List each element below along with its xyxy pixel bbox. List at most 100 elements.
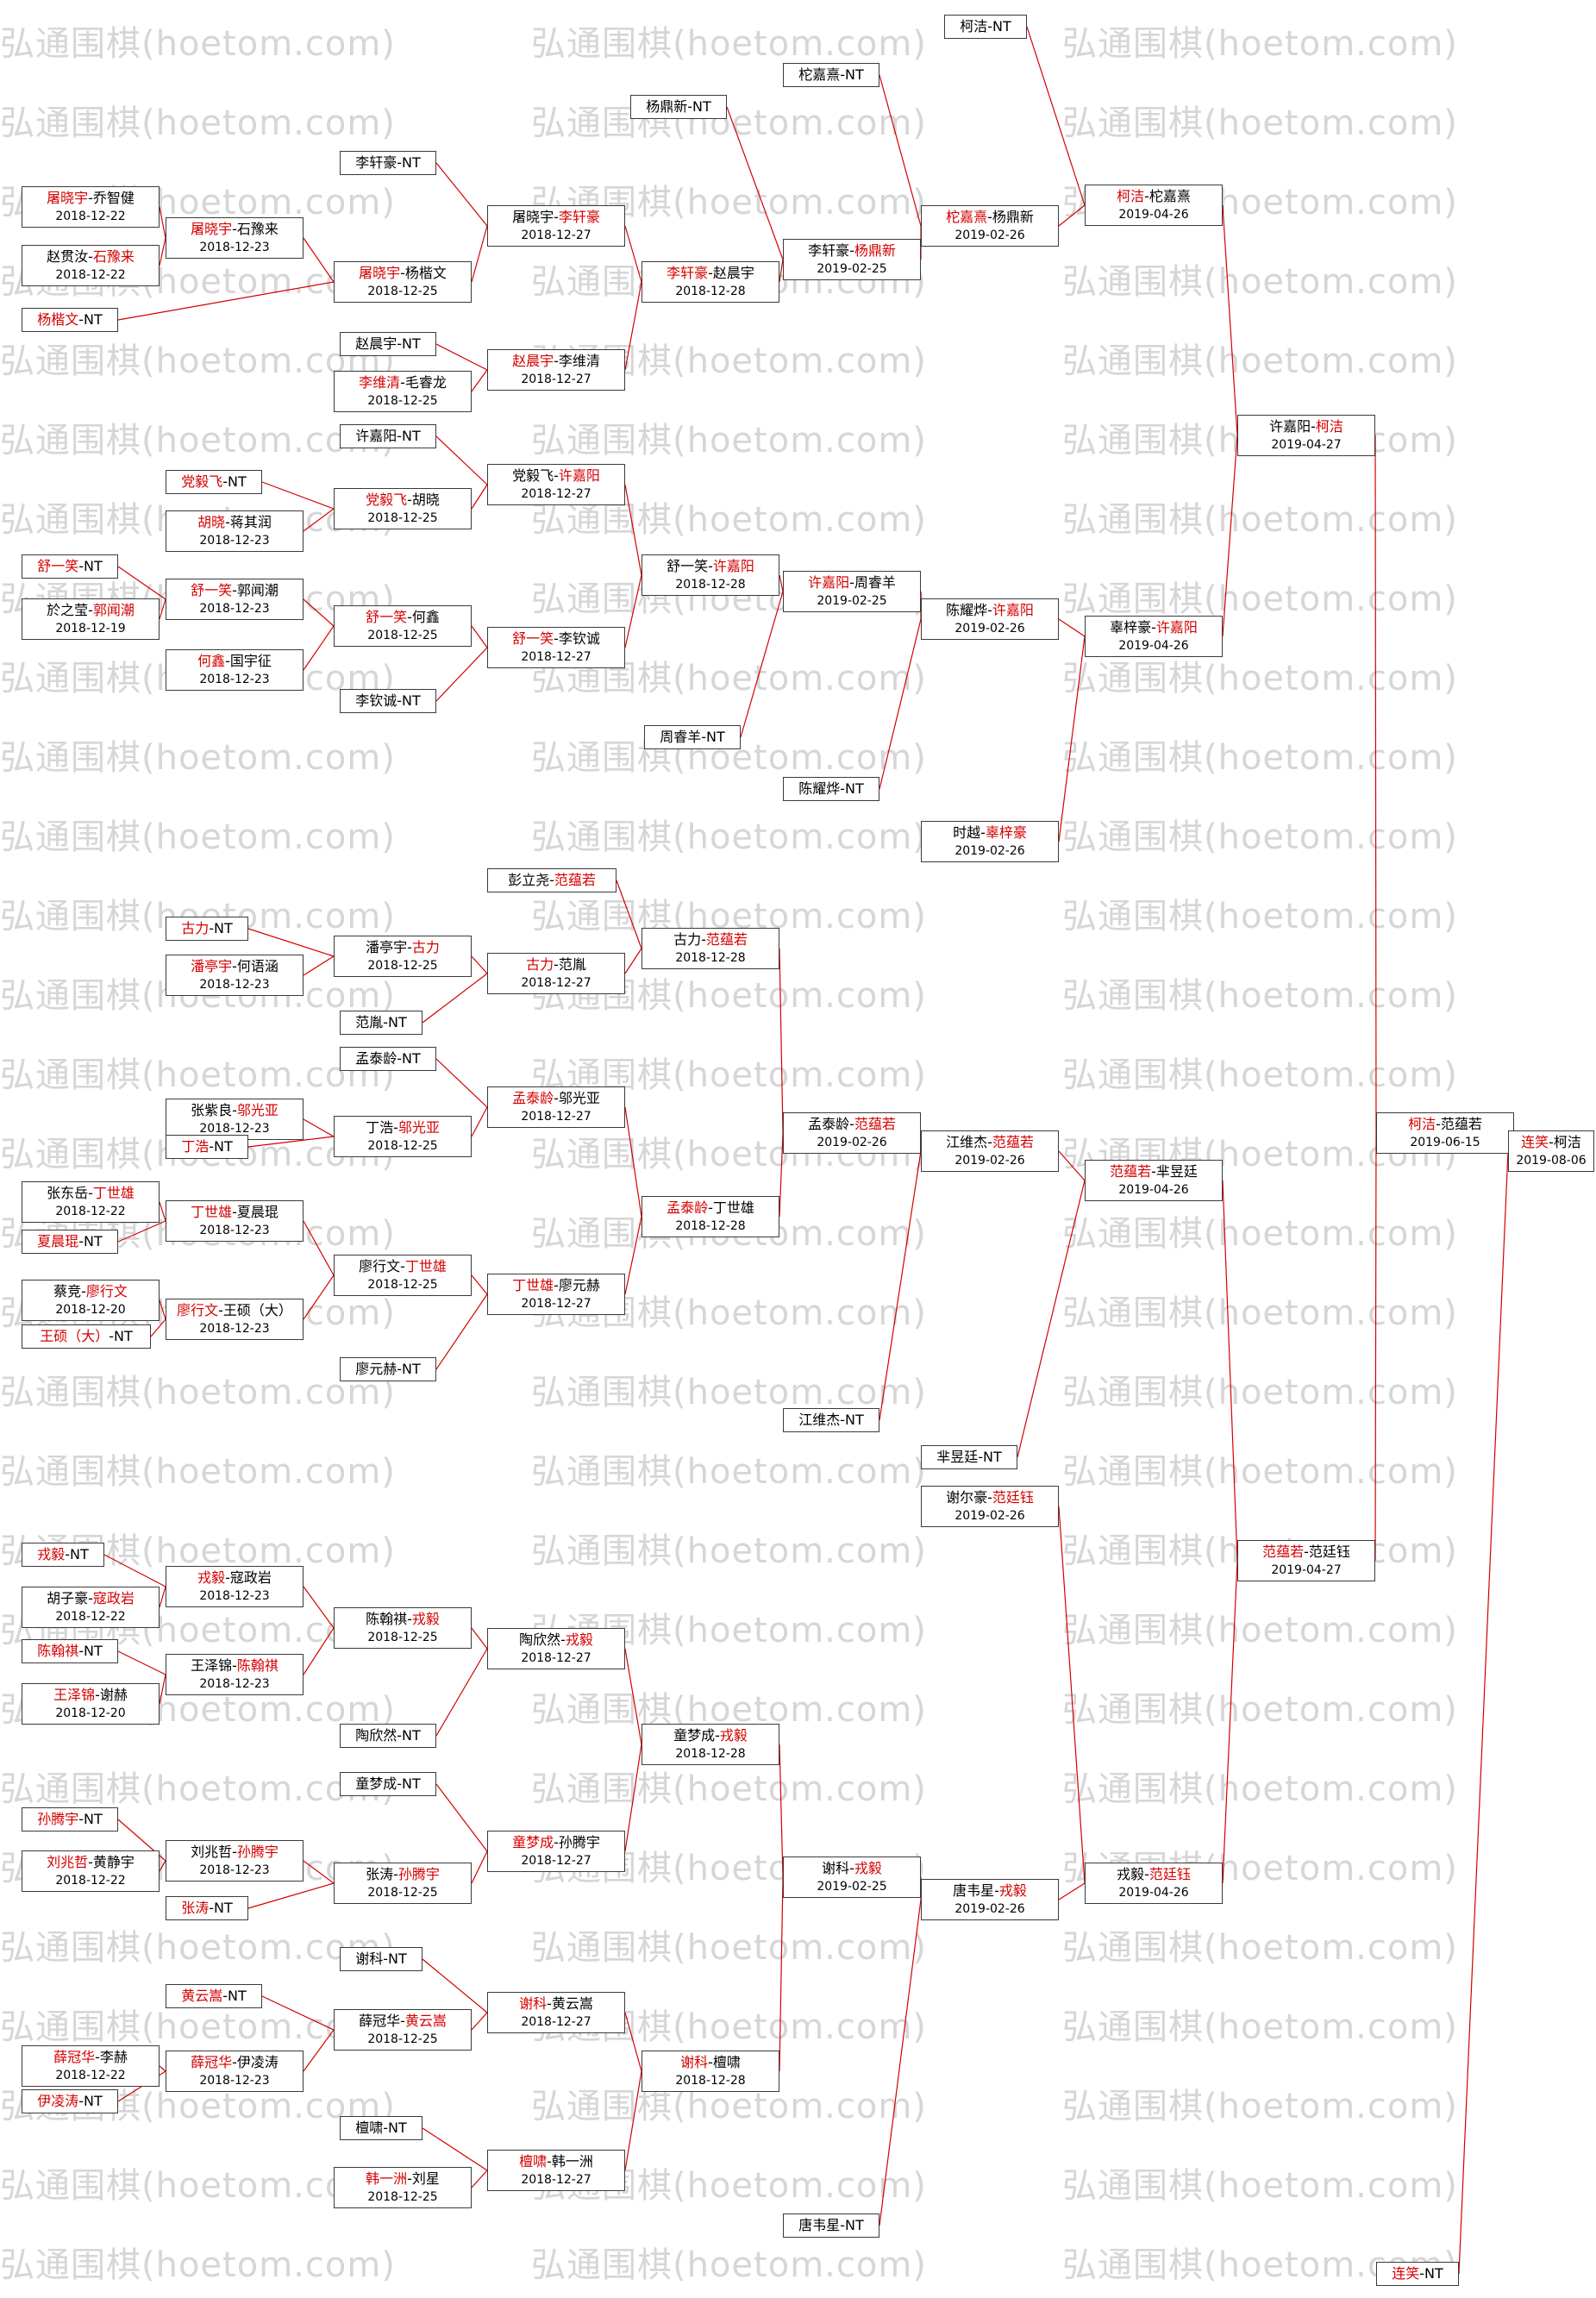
match-box[interactable]: 党毅飞-NT [166,470,262,494]
match-box[interactable]: 陈翰祺-NT [22,1639,118,1663]
match-box[interactable]: 李钦诚-NT [340,689,436,713]
match-box[interactable]: 陈耀烨-NT [783,777,879,801]
match-box[interactable]: 范胤-NT [340,1011,422,1035]
match-box[interactable]: 伊凌涛-NT [22,2089,118,2113]
match-box[interactable]: 孟泰龄-NT [340,1047,436,1071]
match-box[interactable]: 廖元赫-NT [340,1357,436,1381]
match-box[interactable]: 连笑-NT [1376,2262,1459,2286]
match-box[interactable]: 唐韦星-NT [783,2213,879,2238]
match-box[interactable]: 张涛-NT [166,1896,248,1920]
match-box[interactable]: 舒一笑-NT [22,554,118,579]
match-box[interactable]: 许嘉阳-NT [340,424,436,448]
match-box[interactable]: 孙腾宇-NT [22,1807,118,1832]
match-box[interactable]: 黄云嵩-NT [166,1984,262,2008]
match-box[interactable]: 彭立尧-范蕴若 [487,868,616,892]
match-box[interactable]: 赵晨宇-NT [340,332,436,356]
match-box[interactable]: 陶欣然-NT [340,1724,436,1748]
match-box[interactable]: 谢科-NT [340,1947,422,1971]
match-box[interactable]: 夏晨琨-NT [22,1230,118,1254]
match-box[interactable]: 丁浩-NT [166,1135,248,1159]
match-box[interactable]: 江维杰-NT [783,1408,879,1432]
match-box[interactable]: 戎毅-NT [22,1543,104,1567]
match-box[interactable]: 芈昱廷-NT [921,1445,1017,1469]
match-box[interactable]: 杨鼎新-NT [630,95,727,119]
match-box[interactable]: 檀啸-NT [340,2116,422,2140]
match-box[interactable]: 古力-NT [166,917,248,941]
match-box[interactable]: 童梦成-NT [340,1772,436,1796]
match-box[interactable]: 李轩豪-NT [340,151,436,175]
match-box[interactable]: 周睿羊-NT [644,725,741,749]
match-box[interactable]: 王硕（大）-NT [22,1324,151,1349]
match-box[interactable]: 柯洁-NT [944,15,1027,39]
match-box[interactable]: 廖行文-王硕（大）2018-12-23 [166,1299,304,1340]
match-box[interactable]: 柁嘉熹-NT [783,63,879,87]
